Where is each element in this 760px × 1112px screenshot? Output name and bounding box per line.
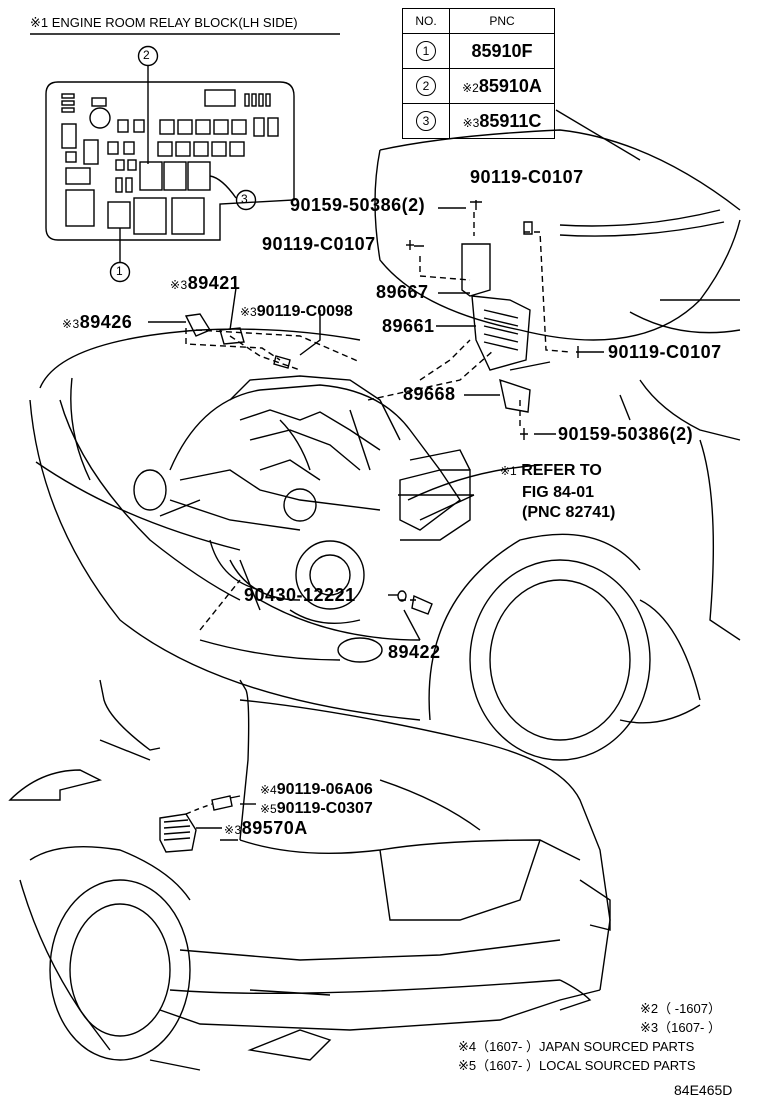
- part-mark-90119-c0098: ※3: [240, 305, 257, 319]
- part-label-89661: 89661: [382, 316, 435, 336]
- front-sensor: [397, 590, 433, 615]
- relay-callout-1: 1: [116, 264, 123, 278]
- pnc-row-number: 2: [416, 76, 436, 96]
- part-label-90119-c0107-mid: 90119-C0107: [262, 234, 376, 254]
- relay-block-drawing: [45, 81, 295, 241]
- part-mark-89421: ※3: [170, 278, 188, 292]
- pnc-table-header-no: NO.: [402, 8, 450, 34]
- relay-callout-2: 2: [143, 48, 150, 62]
- pnc-row-value: 85910F: [471, 40, 533, 61]
- part-label-90119-c0107-right: 90119-C0107: [608, 342, 722, 362]
- pnc-table-row: 3 ※385911C: [402, 103, 555, 139]
- part-mark-89570a: ※3: [224, 823, 242, 837]
- bracket-parts: [184, 313, 291, 369]
- part-label-89422: 89422: [388, 642, 441, 662]
- footnote-2: ※2（ -1607）: [640, 1001, 721, 1016]
- refer-mark: ※1: [500, 464, 517, 478]
- figure-code: 84E465D: [674, 1082, 733, 1098]
- pnc-table-row: 1 85910F: [402, 33, 555, 69]
- refer-line-1: REFER TO: [521, 462, 602, 479]
- part-mark-90119-c0307: ※5: [260, 802, 277, 816]
- footnote-4: ※4（1607- ）JAPAN SOURCED PARTS: [458, 1039, 695, 1054]
- part-mark-89426: ※3: [62, 317, 80, 331]
- pnc-row-number: 1: [416, 41, 436, 61]
- pnc-row-value: 85911C: [479, 110, 542, 131]
- part-label-89421: 89421: [187, 273, 241, 293]
- rear-module: [159, 795, 241, 853]
- part-label-89570a: 89570A: [241, 818, 308, 838]
- engine-sketch: [159, 375, 471, 611]
- pnc-row-mark: ※2: [462, 80, 479, 95]
- part-label-90119-c0307: 90119-C0307: [276, 800, 373, 817]
- relay-block-title: ※1 ENGINE ROOM RELAY BLOCK(LH SIDE): [30, 15, 298, 30]
- pnc-row-value: 85910A: [478, 75, 542, 96]
- refer-line-2: FIG 84-01: [522, 484, 595, 501]
- sensor-assembly: [409, 200, 586, 440]
- part-label-90119-06a06: 90119-06A06: [276, 781, 373, 798]
- part-label-89426: 89426: [79, 312, 133, 332]
- rear-vehicle-drawing: [8, 679, 611, 1071]
- part-mark-90119-06a06: ※4: [260, 783, 277, 797]
- pnc-row-mark: ※3: [462, 115, 480, 130]
- part-label-90119-c0098: 90119-C0098: [256, 303, 353, 320]
- pnc-table: NO. PNC 1 85910F 2 ※285910A 3 ※385911C: [402, 8, 555, 139]
- relay-callout-3: 3: [241, 192, 248, 206]
- part-label-89668: 89668: [403, 384, 456, 404]
- part-label-90119-c0107-top: 90119-C0107: [470, 167, 584, 187]
- footnote-3: ※3（1607- ）: [640, 1020, 721, 1035]
- part-label-89667: 89667: [376, 282, 429, 302]
- pnc-table-row: 2 ※285910A: [402, 68, 555, 104]
- part-label-90159-50386-bottom: 90159-50386(2): [558, 424, 694, 444]
- part-label-90430-12221: 90430-12221: [244, 585, 356, 605]
- pnc-table-header-pnc: PNC: [449, 8, 555, 34]
- pnc-row-number: 3: [416, 111, 436, 131]
- refer-line-3: (PNC 82741): [522, 504, 616, 521]
- footnote-5: ※5（1607- ）LOCAL SOURCED PARTS: [458, 1058, 696, 1073]
- part-label-90159-50386-top: 90159-50386(2): [290, 195, 426, 215]
